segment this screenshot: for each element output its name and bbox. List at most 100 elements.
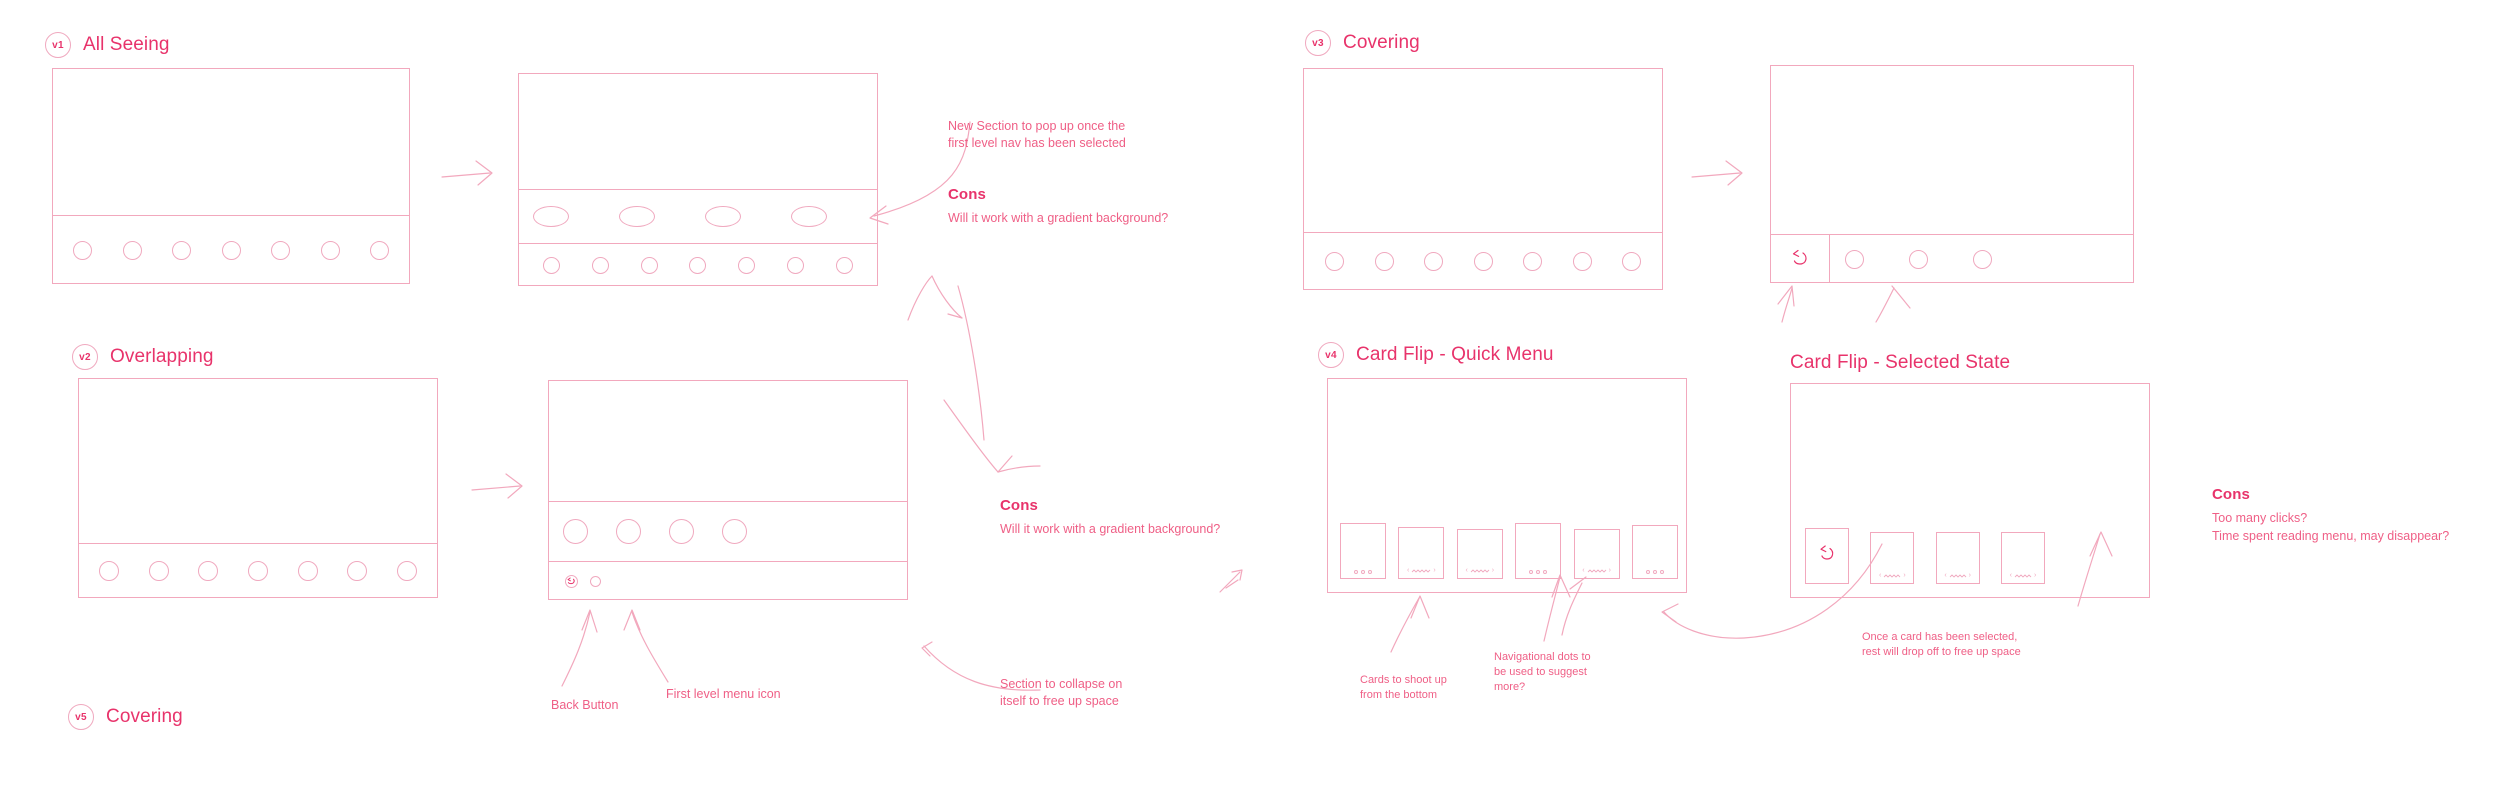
v1-frame-b[interactable] (518, 73, 878, 286)
nav-dot[interactable] (722, 518, 747, 544)
note-selected-drop-off: Once a card has been selected, rest will… (1862, 631, 2021, 658)
note-navigational-dots: Navigational dots to be used to suggest … (1494, 651, 1591, 693)
v5-card-row[interactable]: ‹ › ‹ › ‹ › (1805, 524, 2045, 584)
v1-frame-a[interactable] (52, 68, 410, 284)
nav-dot[interactable] (99, 561, 119, 581)
card-chevrons-icon: ‹ › (1407, 567, 1436, 574)
version-badge-v3: v3 (1305, 30, 1331, 56)
section-title-v1: All Seeing (83, 34, 170, 55)
cons-body-v1: Will it work with a gradient background? (948, 211, 1169, 225)
v1-frame-b-popup-row[interactable] (533, 189, 827, 243)
nav-dot[interactable] (247, 561, 268, 581)
section-title-v4: Card Flip - Quick Menu (1356, 344, 1554, 365)
nav-dot[interactable] (669, 518, 694, 544)
v3-frame-a-navbar[interactable] (1316, 232, 1650, 291)
v5-frame[interactable]: ‹ › ‹ › ‹ › (1790, 383, 2150, 598)
v3-frame-a[interactable] (1303, 68, 1663, 290)
nav-dot[interactable] (616, 518, 641, 544)
quick-menu-card[interactable] (1340, 523, 1386, 579)
v2-frame-b-subbar[interactable] (565, 561, 601, 601)
nav-dot[interactable] (396, 561, 417, 581)
section-title-v5: Card Flip - Selected State (1790, 352, 2011, 373)
section-header-v1: v1 All Seeing (45, 32, 170, 58)
quick-menu-card[interactable] (1515, 523, 1562, 579)
nav-dot[interactable] (297, 561, 318, 581)
nav-dot[interactable] (1374, 252, 1394, 271)
v2-frame-b[interactable] (548, 380, 908, 600)
nav-dot[interactable] (1622, 252, 1641, 271)
selected-card[interactable]: ‹ › (2000, 532, 2045, 584)
nav-dot[interactable] (1973, 249, 1992, 269)
v1-frame-b-navbar[interactable] (533, 243, 863, 287)
cons-block-v2: Cons Will it work with a gradient backgr… (1000, 497, 1220, 538)
nav-dot[interactable] (689, 256, 707, 274)
nav-dot[interactable] (320, 240, 340, 260)
nav-dot[interactable] (543, 256, 560, 274)
nav-dot[interactable] (591, 256, 609, 274)
leader-lines-v2-labels (561, 609, 669, 687)
selected-card[interactable]: ‹ › (1870, 532, 1915, 584)
popup-pill[interactable] (533, 205, 569, 227)
nav-dot[interactable] (835, 256, 853, 274)
section-title-v2: Overlapping (110, 346, 214, 367)
v2-frame-b-navbar[interactable] (563, 501, 747, 561)
v4-card-row[interactable]: ‹ › ‹ › ‹ › (1340, 517, 1678, 579)
version-badge-v4: v4 (1318, 342, 1344, 368)
nav-dot[interactable] (640, 256, 658, 274)
card-chevrons-icon: ‹ › (1582, 567, 1611, 574)
nav-dot[interactable] (347, 561, 368, 581)
nav-dot[interactable] (370, 240, 389, 260)
nav-dot[interactable] (1473, 252, 1493, 271)
v1-frame-a-divider (53, 215, 409, 216)
popup-pill[interactable] (791, 205, 827, 227)
v2-frame-a[interactable] (78, 378, 438, 598)
quick-menu-card[interactable] (1631, 525, 1678, 579)
cons-body-v5: Too many clicks? Time spent reading menu… (2212, 511, 2450, 544)
popup-pill[interactable] (619, 205, 655, 227)
back-arrow-icon[interactable] (565, 574, 578, 588)
v3-frame-b-navbar[interactable] (1771, 234, 2133, 284)
popup-pill[interactable] (705, 205, 741, 227)
selected-card-back[interactable] (1805, 528, 1849, 584)
nav-dot[interactable] (122, 240, 142, 260)
quick-menu-card[interactable]: ‹ › (1573, 529, 1620, 579)
back-arrow-icon[interactable] (1817, 544, 1837, 564)
v3-frame-b[interactable] (1770, 65, 2134, 283)
v1-frame-b-divider-bottom (519, 243, 877, 244)
nav-dot[interactable] (221, 240, 241, 260)
nav-dot[interactable] (1845, 249, 1864, 269)
section-header-v4: v4 Card Flip - Quick Menu (1318, 342, 1554, 368)
nav-dot[interactable] (563, 518, 588, 544)
label-first-level-menu-icon: First level menu icon (666, 687, 781, 701)
v2-frame-a-navbar[interactable] (91, 543, 425, 599)
label-back-button: Back Button (551, 698, 619, 712)
nav-dot[interactable] (1523, 252, 1542, 271)
selected-card[interactable]: ‹ › (1935, 532, 1980, 584)
section-header-v3: v3 Covering (1305, 30, 1420, 56)
nav-dot[interactable] (148, 561, 169, 581)
card-nav-dots-icon (1529, 570, 1548, 574)
nav-dot[interactable] (1325, 252, 1344, 271)
section-header-covering-cut: v5 Covering (68, 704, 183, 730)
nav-dot[interactable] (1909, 249, 1928, 269)
cons-body-v2: Will it work with a gradient background? (1000, 522, 1221, 536)
v1-frame-a-navbar[interactable] (65, 215, 397, 285)
v2-frame-a-divider (79, 543, 437, 544)
nav-dot[interactable] (271, 240, 290, 260)
first-level-menu-icon[interactable] (590, 575, 601, 587)
v1-frame-b-divider-top (519, 189, 877, 190)
quick-menu-card[interactable]: ‹ › (1398, 527, 1445, 579)
v4-frame[interactable]: ‹ › ‹ › ‹ › (1327, 378, 1687, 593)
back-arrow-icon[interactable] (1771, 248, 1829, 270)
version-badge-v2: v2 (72, 344, 98, 370)
nav-dot[interactable] (1572, 252, 1592, 271)
nav-dot[interactable] (198, 561, 219, 581)
card-chevrons-icon: ‹ › (2009, 572, 2037, 579)
nav-dot[interactable] (738, 256, 756, 274)
nav-dot[interactable] (73, 240, 92, 260)
quick-menu-card[interactable]: ‹ › (1456, 529, 1503, 579)
v2-frame-b-divider-bottom (549, 561, 907, 562)
nav-dot[interactable] (172, 240, 191, 260)
nav-dot[interactable] (787, 256, 805, 274)
nav-dot[interactable] (1424, 252, 1443, 271)
